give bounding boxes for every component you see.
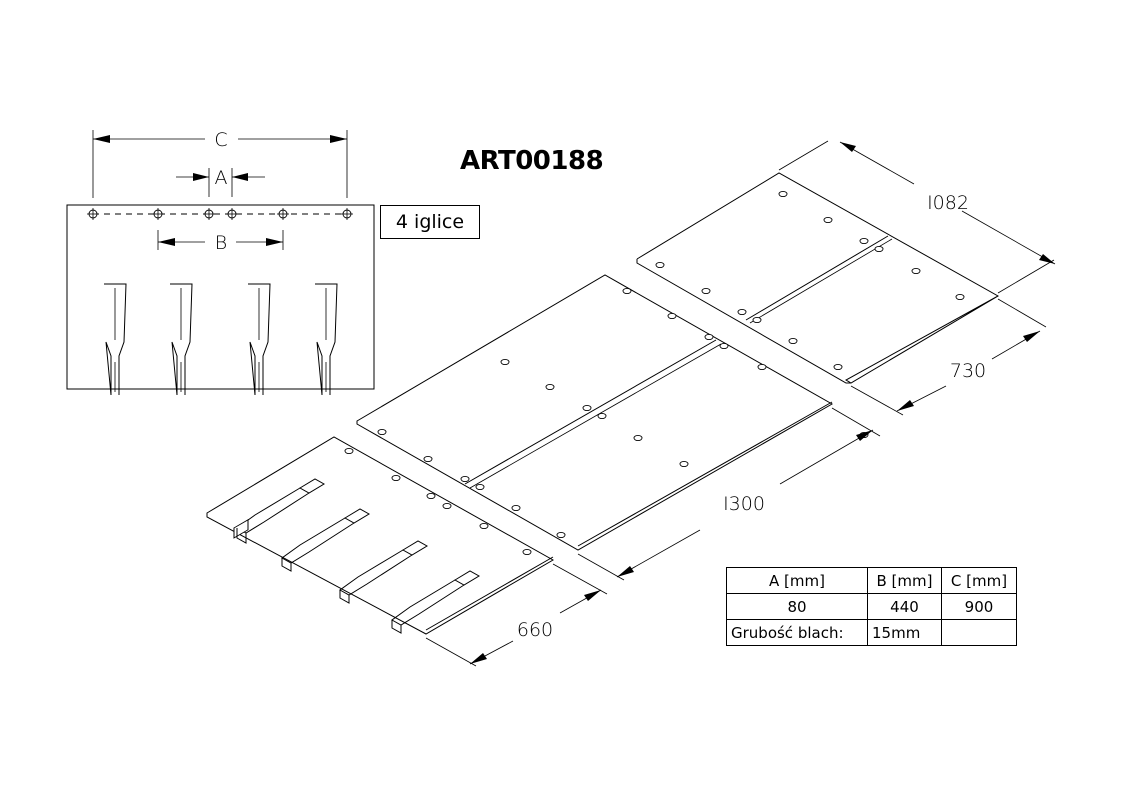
header-b: B [mm] bbox=[867, 567, 942, 594]
dim-label-i082: I082 bbox=[927, 192, 969, 214]
spec-table-thickness-row: Grubość blach: 15mm bbox=[726, 619, 1017, 646]
slot-tab-1 bbox=[236, 528, 247, 544]
spec-table-header-row: A [mm] B [mm] C [mm] bbox=[726, 567, 1017, 594]
dim-label-c: C bbox=[214, 129, 227, 151]
drawing-title: ART00188 bbox=[460, 146, 603, 176]
dimension-a: A bbox=[176, 167, 265, 197]
hole-4 bbox=[226, 208, 238, 220]
value-a: 80 bbox=[726, 593, 868, 620]
bottom-plate bbox=[206, 436, 555, 635]
needle-slots bbox=[233, 478, 480, 634]
slot-tab-3 bbox=[339, 590, 350, 604]
dimension-width-bottom: 660 bbox=[425, 563, 608, 667]
empty-cell bbox=[941, 619, 1017, 646]
dimension-c: C bbox=[92, 129, 348, 198]
dimension-length-top: I082 bbox=[778, 140, 1056, 294]
bottom-plate-holes bbox=[344, 447, 532, 556]
slot-2 bbox=[281, 508, 370, 564]
front-view-holes bbox=[87, 208, 353, 220]
dimension-width-top: 730 bbox=[850, 298, 1047, 416]
dim-label-i300: I300 bbox=[723, 493, 765, 515]
spec-table-values-row: 80 440 900 bbox=[726, 593, 1017, 620]
thickness-value: 15mm bbox=[867, 619, 942, 646]
spec-table: A [mm] B [mm] C [mm] 80 440 900 Grubość … bbox=[726, 567, 1017, 646]
middle-plate-holes bbox=[377, 287, 869, 539]
top-plate-holes bbox=[655, 190, 965, 371]
needle-3 bbox=[248, 283, 271, 396]
dimension-b: B bbox=[157, 230, 284, 254]
dim-label-a: A bbox=[215, 167, 228, 189]
hole-5 bbox=[277, 208, 289, 220]
header-a: A [mm] bbox=[726, 567, 868, 594]
value-b: 440 bbox=[867, 593, 942, 620]
slot-3 bbox=[339, 540, 428, 596]
front-view: C A B bbox=[66, 129, 375, 396]
slot-tab-4 bbox=[391, 620, 402, 634]
hole-1 bbox=[87, 208, 99, 220]
dim-label-660: 660 bbox=[517, 619, 553, 641]
needle-1 bbox=[104, 283, 127, 396]
needle-4 bbox=[315, 283, 338, 396]
hole-3 bbox=[203, 208, 215, 220]
dim-label-730: 730 bbox=[950, 360, 986, 382]
hole-2 bbox=[152, 208, 164, 220]
slot-tab-2 bbox=[281, 558, 292, 572]
value-c: 900 bbox=[941, 593, 1017, 620]
thickness-label: Grubość blach: bbox=[726, 619, 868, 646]
middle-plate bbox=[356, 274, 869, 551]
top-plate bbox=[636, 172, 1000, 384]
dim-label-b: B bbox=[215, 232, 227, 254]
dimension-length-middle: I300 bbox=[577, 407, 881, 581]
hole-6 bbox=[341, 208, 353, 220]
pin-count-label: 4 iglice bbox=[380, 205, 480, 239]
header-c: C [mm] bbox=[941, 567, 1017, 594]
front-view-outline bbox=[66, 204, 375, 390]
slot-4 bbox=[391, 570, 480, 626]
needle-2 bbox=[170, 283, 193, 396]
needles bbox=[104, 283, 338, 396]
